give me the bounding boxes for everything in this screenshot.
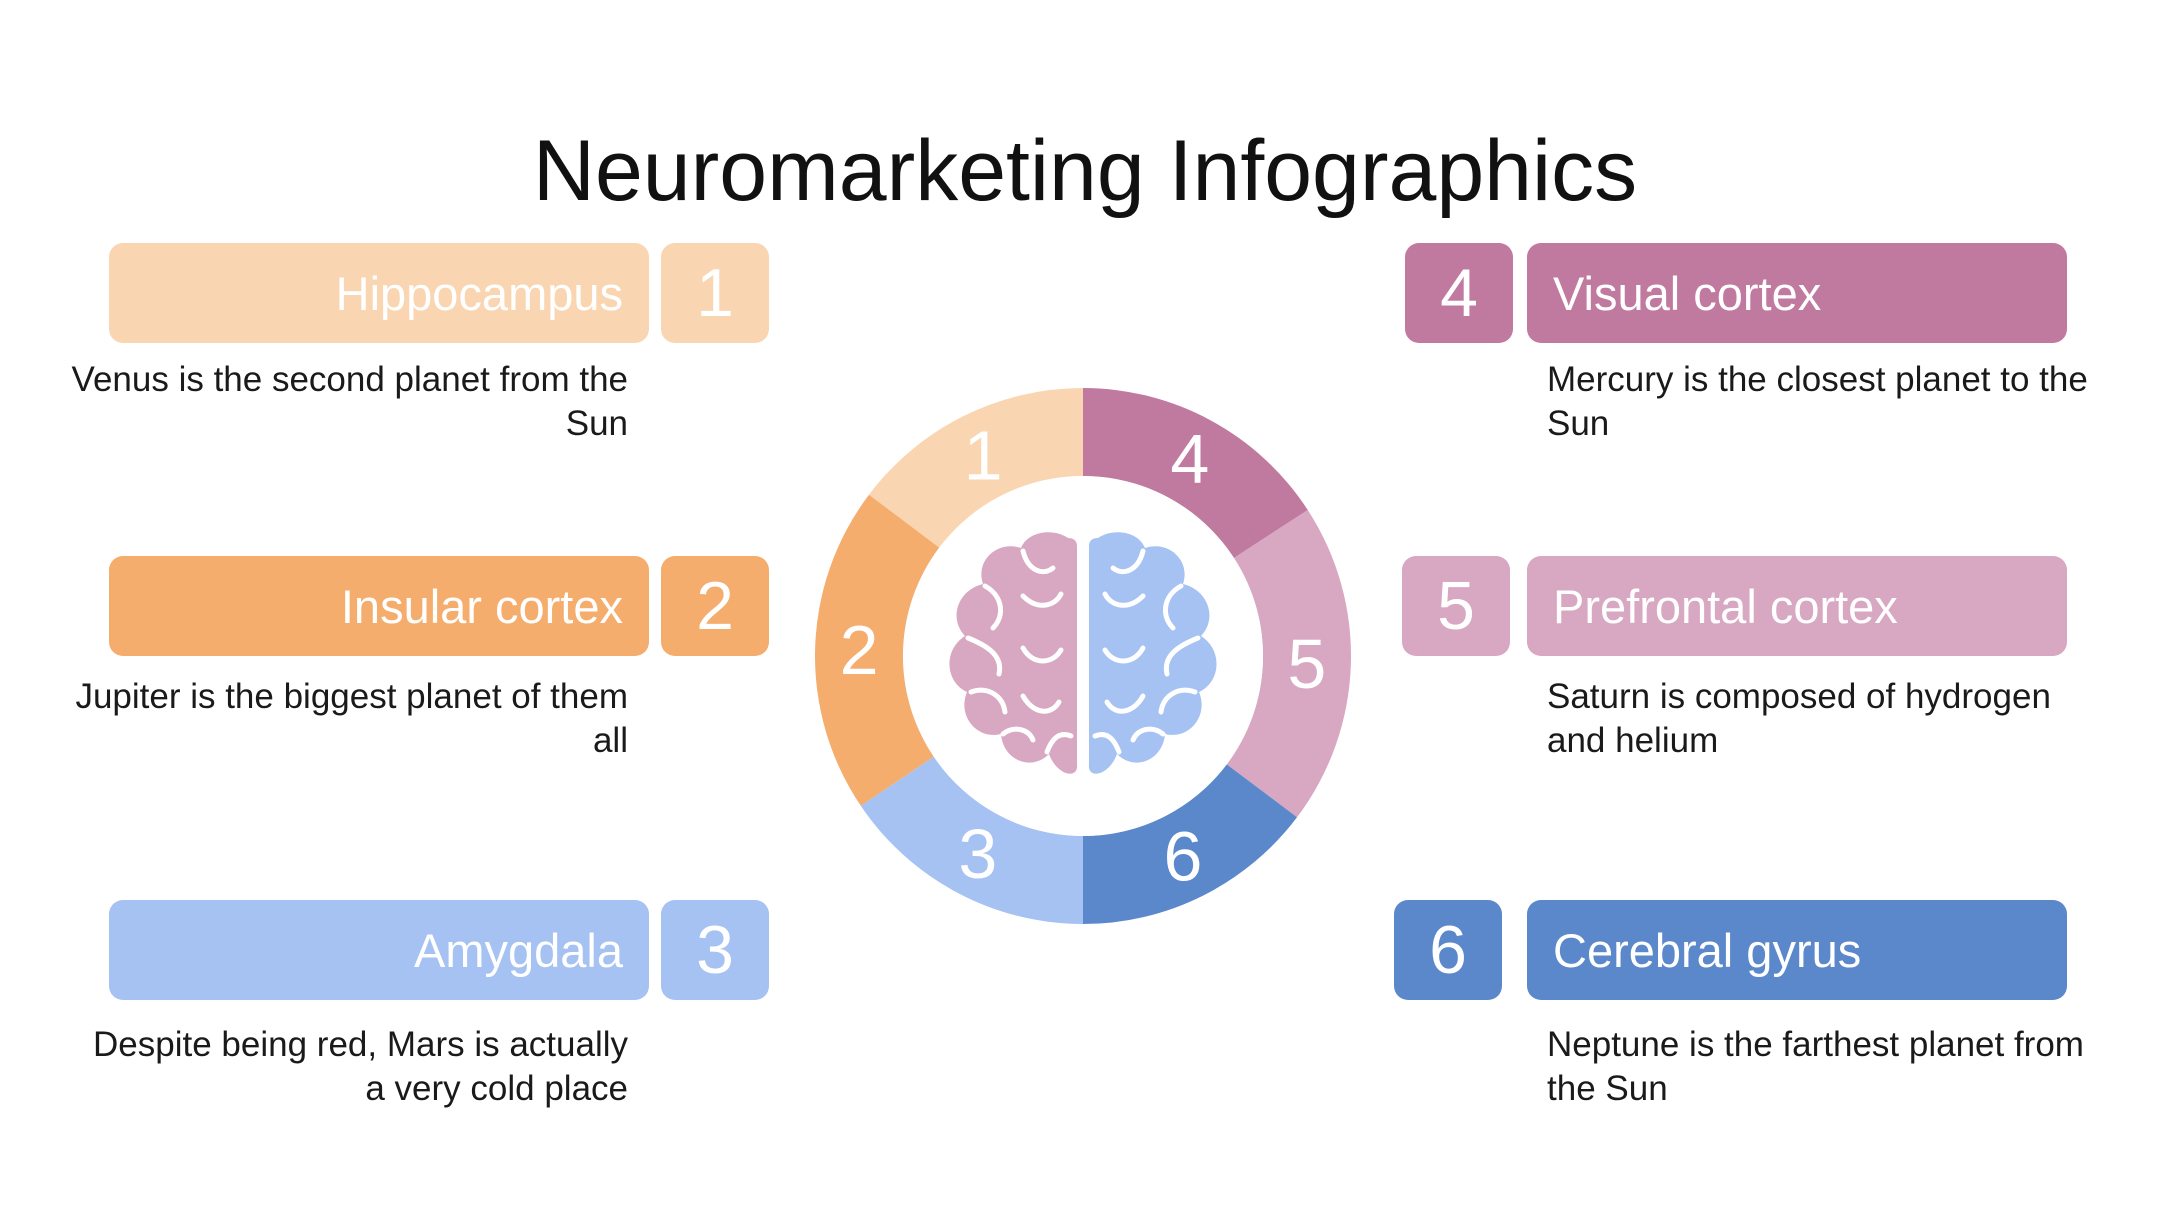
ring-number-2: 2 <box>840 611 879 689</box>
page-title: Neuromarketing Infographics <box>532 123 1638 219</box>
ring-segment-2 <box>815 494 940 806</box>
label-hippocampus: Hippocampus <box>109 243 649 343</box>
number-box-1: 1 <box>661 243 769 343</box>
label-cerebral-gyrus: Cerebral gyrus <box>1527 900 2067 1000</box>
number-box-5: 5 <box>1402 556 1510 656</box>
ring-segment-1 <box>868 388 1083 548</box>
description-6: Neptune is the farthest planet from the … <box>1547 1025 2084 1108</box>
number-box-3: 3 <box>661 900 769 1000</box>
ring-segment-5 <box>1226 510 1351 818</box>
description-5: Saturn is composed of hydrogen and heliu… <box>1547 677 2051 760</box>
ring-segment-6 <box>1083 764 1298 924</box>
ring-number-3: 3 <box>958 815 997 893</box>
label-insular-cortex: Insular cortex <box>109 556 649 656</box>
number-box-2: 2 <box>661 556 769 656</box>
ring-number-6: 6 <box>1163 817 1202 895</box>
description-2: Jupiter is the biggest planet of them al… <box>75 677 628 760</box>
number-box-4: 4 <box>1405 243 1513 343</box>
ring-number-5: 5 <box>1287 625 1326 703</box>
ring-segment-4 <box>1083 388 1308 558</box>
ring-number-4: 4 <box>1170 420 1209 498</box>
label-visual-cortex: Visual cortex <box>1527 243 2067 343</box>
description-1: Venus is the second planet from the Sun <box>71 360 628 443</box>
description-4: Mercury is the closest planet to the Sun <box>1547 360 2088 443</box>
label-prefrontal-cortex: Prefrontal cortex <box>1527 556 2067 656</box>
brain-icon <box>949 532 1217 774</box>
ring-number-1: 1 <box>964 417 1003 495</box>
description-3: Despite being red, Mars is actually a ve… <box>93 1025 628 1108</box>
ring-segment-3 <box>860 756 1083 924</box>
label-amygdala: Amygdala <box>109 900 649 1000</box>
number-box-6: 6 <box>1394 900 1502 1000</box>
